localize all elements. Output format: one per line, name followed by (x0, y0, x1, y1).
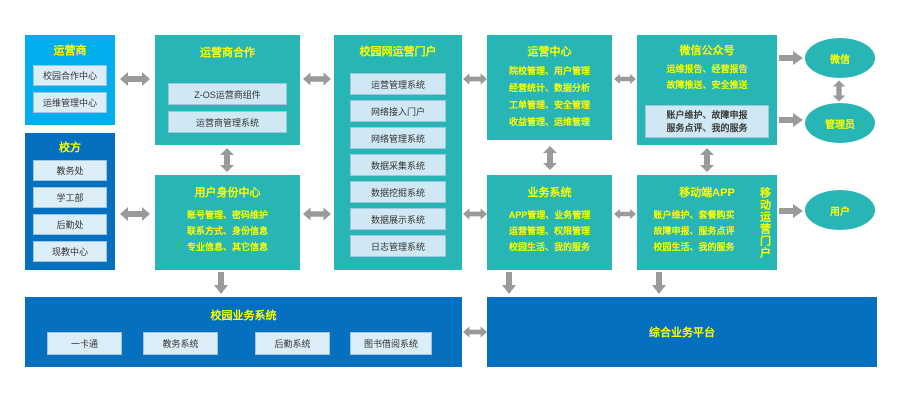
campus-biz-item-1[interactable]: 教务系统 (143, 332, 218, 355)
arrow-opcenter-to-wechat (614, 70, 636, 93)
arrow-bizsystem-to-mobileapp (614, 205, 636, 228)
wechat-mp-highlight[interactable]: 账户维护、故障申报 服务点评、我的服务 (645, 105, 769, 138)
business-system-panel: 业务系统 APP管理、业务管理 运营管理、权限管理 校园生活、我的服务 (487, 175, 612, 270)
identity-center-title: 用户身份中心 (194, 187, 261, 199)
arrow-to-wechat-node (779, 50, 803, 71)
arrow-school-to-identity (120, 205, 150, 228)
campus-biz-item-0[interactable]: 一卡通 (47, 332, 122, 355)
campus-business-system-panel: 校园业务系统 一卡通 教务系统 后勤系统 图书借阅系统 (25, 297, 462, 367)
campus-biz-item-2[interactable]: 后勤系统 (255, 332, 330, 355)
operation-center-title: 运营中心 (527, 46, 572, 58)
arrow-coop-to-portal (303, 70, 331, 93)
mobile-app-title: 移动端APP (679, 187, 735, 199)
node-user[interactable]: 用户 (805, 190, 875, 230)
wechat-mp-title: 微信公众号 (679, 45, 735, 57)
business-system-title: 业务系统 (527, 187, 572, 199)
business-system-lines: APP管理、业务管理 运营管理、权限管理 校园生活、我的服务 (487, 207, 612, 255)
wechat-line-0: 运维报告、经营报告 (666, 64, 748, 74)
integrated-platform-panel: 综合业务平台 (487, 297, 877, 367)
school-panel-title: 校方 (59, 142, 81, 154)
campus-biz-item-3[interactable]: 图书借阅系统 (350, 332, 432, 355)
wechat-line-1: 故障推送、安全推送 (666, 80, 748, 90)
biz-line-1: 运营管理、权限管理 (508, 226, 590, 236)
operator-coop-panel: 运营商合作 Z-OS运营商组件 运营商管理系统 (155, 35, 300, 145)
wechat-mp-lines: 运维报告、经营报告 故障推送、安全推送 (637, 61, 777, 93)
opcenter-line-0: 院校管理、用户管理 (508, 66, 590, 76)
biz-line-0: APP管理、业务管理 (508, 210, 591, 220)
school-item-2[interactable]: 后勤处 (33, 214, 107, 235)
arrow-coop-to-identity (218, 148, 236, 177)
campus-portal-panel: 校园网运营门户 运营管理系统 网络接入门户 网络管理系统 数据采集系统 数据挖掘… (334, 35, 462, 270)
arrow-to-user-node (779, 203, 803, 224)
mobile-app-lines: 账户维护、套餐购买 故障申报、服务点评 校园生活、我的服务 (637, 207, 777, 255)
arrow-opcenter-to-bizsystem (541, 146, 559, 175)
node-wechat[interactable]: 微信 (805, 38, 875, 78)
opcenter-line-3: 收益管理、运维管理 (508, 117, 590, 127)
mobile-line-2: 校园生活、我的服务 (653, 242, 735, 252)
arrow-campusbiz-to-integrated (463, 323, 487, 346)
opcenter-line-2: 工单管理、安全管理 (508, 100, 590, 110)
wechat-mp-panel: 微信公众号 运维报告、经营报告 故障推送、安全推送 账户维护、故障申报 服务点评… (637, 35, 777, 145)
operation-center-lines: 院校管理、用户管理 经营统计、数据分析 工单管理、安全管理 收益管理、运维管理 (487, 63, 612, 131)
identity-line-1: 联系方式、身份信息 (186, 226, 268, 236)
portal-item-0[interactable]: 运营管理系统 (350, 73, 446, 95)
arrow-portal-to-bizsystem (463, 205, 487, 228)
school-item-0[interactable]: 教务处 (33, 160, 107, 181)
biz-line-2: 校园生活、我的服务 (508, 242, 590, 252)
campus-business-system-title: 校园业务系统 (210, 310, 277, 322)
identity-center-lines: 账号管理、密码维护 联系方式、身份信息 专业信息、其它信息 (155, 207, 300, 255)
mobile-app-panel: 移动端APP 账户维护、套餐购买 故障申报、服务点评 校园生活、我的服务 移动运… (637, 175, 777, 270)
portal-item-1[interactable]: 网络接入门户 (350, 100, 446, 122)
school-panel: 校方 教务处 学工部 后勤处 现教中心 (25, 133, 115, 270)
operator-panel: 运营商 校园合作中心 运维管理中心 (25, 35, 115, 125)
identity-center-panel: 用户身份中心 账号管理、密码维护 联系方式、身份信息 专业信息、其它信息 (155, 175, 300, 270)
arrow-down-to-campus-biz (212, 272, 230, 299)
mobile-line-1: 故障申报、服务点评 (653, 226, 735, 236)
portal-item-2[interactable]: 网络管理系统 (350, 127, 446, 149)
portal-item-4[interactable]: 数据挖掘系统 (350, 181, 446, 203)
mobile-line-0: 账户维护、套餐购买 (653, 210, 735, 220)
node-admin[interactable]: 管理员 (805, 103, 875, 143)
school-item-3[interactable]: 现教中心 (33, 241, 107, 262)
arrow-down-to-integrated-b (650, 272, 668, 299)
arrow-down-to-integrated-a (500, 272, 518, 299)
mobile-portal-side-label: 移动运营门户 (758, 187, 771, 259)
operator-item-1[interactable]: 运维管理中心 (33, 92, 107, 113)
arrow-wechat-node-to-admin-node (831, 80, 847, 107)
identity-line-0: 账号管理、密码维护 (186, 210, 268, 220)
arrow-portal-to-opcenter (463, 70, 487, 93)
operator-coop-item-0[interactable]: Z-OS运营商组件 (168, 83, 287, 105)
campus-portal-title: 校园网运营门户 (359, 46, 437, 58)
portal-item-6[interactable]: 日志管理系统 (350, 235, 446, 257)
opcenter-line-1: 经营统计、数据分析 (508, 83, 590, 93)
operator-coop-title: 运营商合作 (200, 47, 255, 59)
operator-panel-title: 运营商 (53, 45, 87, 57)
operation-center-panel: 运营中心 院校管理、用户管理 经营统计、数据分析 工单管理、安全管理 收益管理、… (487, 35, 612, 140)
school-item-1[interactable]: 学工部 (33, 187, 107, 208)
identity-line-2: 专业信息、其它信息 (186, 242, 268, 252)
portal-item-3[interactable]: 数据采集系统 (350, 154, 446, 176)
arrow-to-admin-node (779, 112, 803, 133)
wechat-highlight-line-1: 服务点评、我的服务 (666, 123, 748, 133)
arrow-wechat-to-mobileapp (698, 148, 716, 177)
portal-item-5[interactable]: 数据展示系统 (350, 208, 446, 230)
arrow-identity-to-portal (303, 205, 331, 228)
operator-item-0[interactable]: 校园合作中心 (33, 65, 107, 86)
integrated-platform-title: 综合业务平台 (649, 327, 715, 339)
wechat-highlight-line-0: 账户维护、故障申报 (666, 110, 748, 120)
operator-coop-item-1[interactable]: 运营商管理系统 (168, 111, 287, 133)
arrow-operator-to-coop (120, 70, 150, 93)
